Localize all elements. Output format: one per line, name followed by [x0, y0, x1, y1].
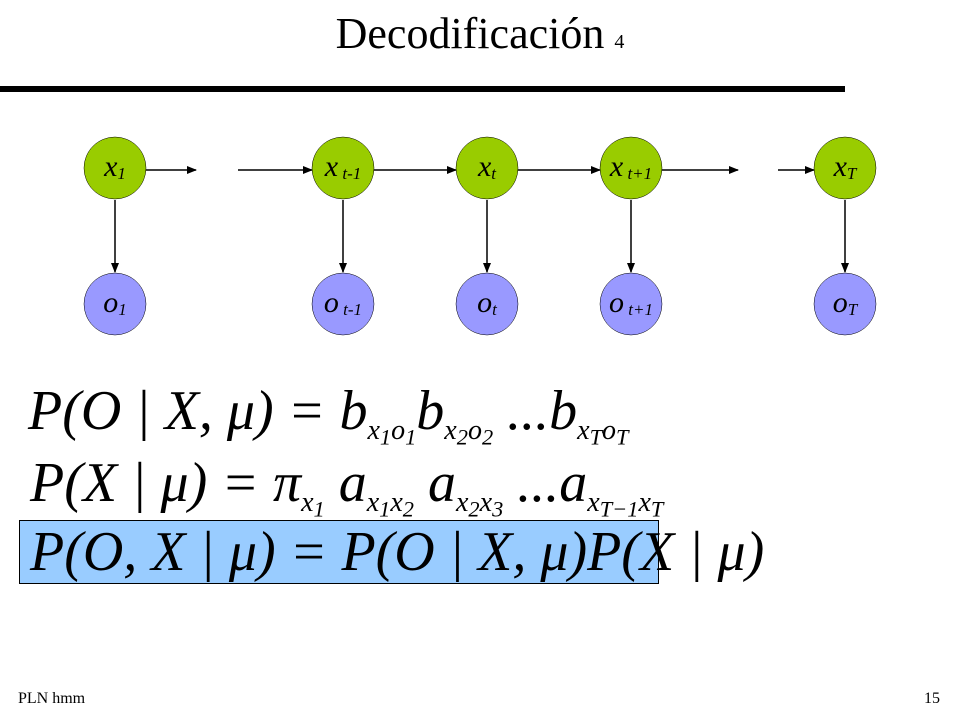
- footer-page-number: 15: [924, 690, 940, 707]
- state-node-xt-1: x t-1: [311, 136, 375, 200]
- svg-text:xT: xT: [833, 150, 858, 183]
- obs-node-ot: ot: [455, 272, 519, 336]
- state-node-xT: xT: [813, 136, 877, 200]
- obs-node-ot-1: o t-1: [311, 272, 375, 336]
- svg-text:oT: oT: [833, 286, 859, 319]
- state-node-xt+1: x t+1: [599, 136, 663, 200]
- title-subscript: 4: [614, 31, 625, 53]
- obs-node-oT: oT: [813, 272, 877, 336]
- svg-text:o t+1: o t+1: [609, 286, 653, 319]
- svg-text:ot: ot: [477, 286, 498, 319]
- state-node-x1: x1: [83, 136, 147, 200]
- svg-text:o1: o1: [103, 286, 127, 319]
- equation-emission-probability: P(O | X, μ) = bx1o1bx2o2 ...bxToT: [28, 380, 629, 450]
- equation-state-sequence-probability: P(X | μ) = πx1 ax1x2 ax2x3 ...axT−1xT: [30, 452, 664, 522]
- title-rule: [0, 86, 845, 92]
- svg-text:xt: xt: [477, 150, 497, 183]
- slide-title: Decodificación 4: [0, 12, 960, 56]
- highlighted-equation-box: [19, 520, 659, 584]
- title-main: Decodificación: [335, 9, 605, 58]
- obs-node-ot+1: o t+1: [599, 272, 663, 336]
- svg-text:x1: x1: [103, 150, 126, 183]
- svg-text:o t-1: o t-1: [324, 286, 362, 319]
- obs-node-o1: o1: [83, 272, 147, 336]
- svg-text:x t-1: x t-1: [324, 150, 361, 183]
- svg-text:x t+1: x t+1: [609, 150, 652, 183]
- state-node-xt: xt: [455, 136, 519, 200]
- equation-joint-probability: P(O, X | μ) = P(O | X, μ)P(X | μ): [30, 521, 765, 583]
- footer-course-label: PLN hmm: [18, 690, 86, 707]
